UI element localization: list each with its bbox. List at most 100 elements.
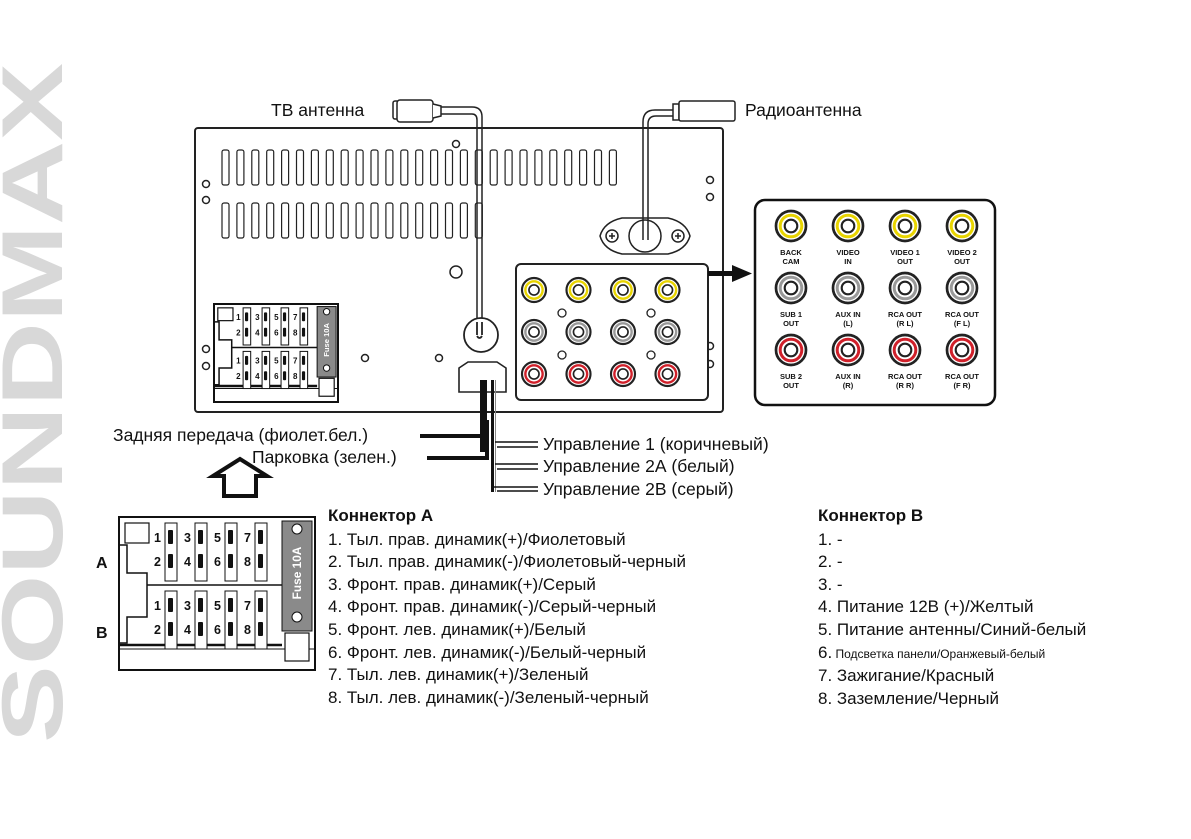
connector-a-item: 6. Фронт. лев. динамик(-)/Белый-черный: [328, 642, 647, 662]
rca-pointer-arrow: [708, 265, 752, 282]
connector-b-item: 2. -: [818, 551, 1086, 574]
wire-label-parking: Парковка (зелен.): [252, 447, 397, 467]
pin-number: 7: [244, 599, 251, 613]
item-number: 1.: [818, 529, 833, 549]
item-number: 5.: [818, 619, 833, 639]
pin-number: 1: [236, 357, 241, 366]
rca-jack-label: (R R): [896, 381, 914, 390]
item-text: Зажигание/Красный: [832, 666, 995, 686]
item-text: -: [832, 529, 843, 549]
rca-jack-label: AUX IN: [835, 310, 860, 319]
connector-a-legend: Коннектор А 1. Тыл. прав. динамик(+)/Фио…: [328, 505, 686, 709]
rca-jack: [774, 333, 808, 367]
vent-slot: [385, 202, 394, 239]
vent-slot: [355, 149, 364, 186]
rca-jack-label: OUT: [783, 319, 799, 328]
vent-slot: [325, 202, 334, 239]
item-number: 7.: [818, 666, 833, 686]
pin-number: 2: [154, 555, 161, 569]
connector-a-title: Коннектор А: [328, 506, 434, 525]
rca-jack: [654, 276, 681, 304]
vent-slot: [549, 149, 558, 186]
connector-a-item: 4. Фронт. прав. динамик(-)/Серый-черный: [328, 597, 657, 617]
pin-number: 6: [274, 328, 279, 337]
rca-jack-label: VIDEO: [836, 248, 860, 257]
connector-b-item: 6. Подсветка панели/Оранжевый-белый: [818, 642, 1086, 666]
vent-slot: [489, 149, 498, 186]
vent-slot: [534, 149, 543, 186]
vent-slot: [578, 149, 588, 186]
item-number: 8.: [818, 688, 833, 708]
vent-slot: [608, 149, 618, 186]
item-text: Подсветка панели/Оранжевый-белый: [832, 646, 1046, 661]
pin-number: 7: [293, 357, 298, 366]
vent-slot: [430, 149, 439, 186]
pin-number: 5: [214, 599, 221, 613]
pin-number: 7: [293, 313, 298, 322]
rca-jack: [654, 318, 681, 346]
vent-slot: [385, 149, 394, 186]
rca-jack-label: SUB 2: [780, 372, 802, 381]
vent-slot: [504, 149, 513, 186]
item-text: -: [832, 574, 843, 594]
vent-slot: [295, 202, 305, 239]
pin-number: 4: [184, 623, 191, 637]
rca-jack: [774, 271, 808, 305]
vent-slot: [236, 202, 245, 239]
pin-number: 1: [236, 313, 241, 322]
item-number: 4.: [818, 597, 833, 617]
item-text: Питание 12В (+)/Желтый: [832, 597, 1034, 617]
pin-number: 1: [154, 531, 161, 545]
pin-number: 8: [293, 328, 298, 337]
pin-number: 3: [255, 313, 260, 322]
rca-jack-label: OUT: [783, 381, 799, 390]
rca-jack-label: (R): [843, 381, 854, 390]
row-label-b: B: [96, 625, 108, 642]
vent-slot: [281, 202, 290, 239]
rca-jack: [520, 276, 548, 304]
vent-slot: [310, 149, 319, 186]
vent-slot: [340, 202, 349, 239]
connector-b-item: 5. Питание антенны/Синий-белый: [818, 619, 1086, 642]
item-number: 6.: [818, 642, 833, 662]
pin-number: 5: [274, 313, 279, 322]
connector-b-item: 7. Зажигание/Красный: [818, 665, 1086, 688]
connector-b-title: Коннектор В: [818, 506, 924, 525]
vent-slot: [370, 202, 379, 239]
item-number: 2.: [818, 552, 833, 572]
pin-number: 5: [274, 357, 279, 366]
rca-jack: [565, 360, 592, 388]
rca-jack-label: (L): [843, 319, 853, 328]
rca-jack: [520, 318, 548, 346]
vent-slot: [340, 149, 349, 186]
tv-antenna-label: ТВ антенна: [271, 100, 365, 120]
rca-jack-label: VIDEO 1: [890, 248, 920, 257]
vent-slot: [415, 149, 424, 186]
pin-number: 5: [214, 531, 221, 545]
connector-a-item: 7. Тыл. лев. динамик(+)/Зеленый: [328, 665, 589, 685]
pin-number: 6: [274, 372, 279, 381]
item-number: 3.: [818, 574, 833, 594]
vent-slot: [564, 149, 573, 186]
pin-number: 1: [154, 599, 161, 613]
rca-jack: [831, 333, 865, 367]
rca-jack: [654, 360, 681, 388]
connector-a-item: 8. Тыл. лев. динамик(-)/Зеленый-черный: [328, 687, 649, 707]
rca-jack: [945, 271, 979, 305]
rca-jack-label: RCA OUT: [888, 372, 922, 381]
vent-slot: [325, 149, 334, 186]
vent-slot: [236, 149, 245, 186]
rca-jack-label: VIDEO 2: [947, 248, 977, 257]
rca-jack-label: RCA OUT: [888, 310, 922, 319]
vent-slot: [400, 149, 409, 186]
connector-a-item: 5. Фронт. лев. динамик(+)/Белый: [328, 619, 586, 639]
brand-text: SOUNDMAX: [0, 63, 80, 743]
pin-number: 2: [236, 372, 241, 381]
rca-jack: [520, 360, 548, 388]
rca-jack-label: SUB 1: [780, 310, 802, 319]
pin-number: 7: [244, 531, 251, 545]
vent-slot: [444, 202, 454, 239]
right-wires: [493, 441, 538, 492]
rca-jack: [888, 209, 922, 243]
